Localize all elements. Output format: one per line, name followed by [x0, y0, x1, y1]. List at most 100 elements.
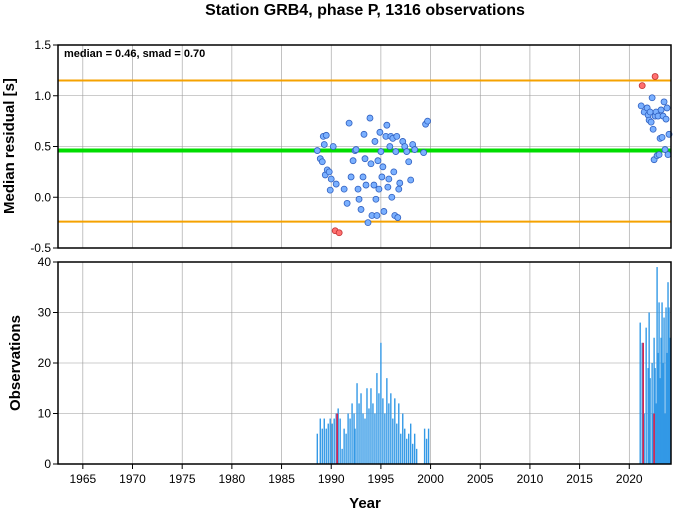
- x-tick-label: 2020: [616, 472, 643, 486]
- residual-point: [354, 185, 362, 193]
- observation-bar: [660, 337, 662, 464]
- reference-lines: [58, 79, 671, 223]
- observation-bar: [411, 443, 414, 464]
- residual-point: [322, 131, 330, 139]
- observation-bar: [665, 307, 667, 464]
- residual-point: [366, 114, 374, 122]
- observation-bar: [653, 337, 655, 464]
- highlight-bar: [653, 413, 655, 464]
- residual-point: [411, 146, 419, 153]
- observation-bar: [378, 393, 380, 464]
- y-tick-label: 0.0: [34, 190, 51, 204]
- y-tick-label: 10: [38, 407, 52, 421]
- observation-bar: [349, 418, 351, 464]
- residual-point: [661, 146, 669, 153]
- observation-bar: [398, 403, 400, 464]
- residual-point: [362, 181, 370, 189]
- residual-point: [370, 181, 378, 189]
- x-tick-label: 1995: [368, 472, 395, 486]
- residual-point: [407, 176, 415, 184]
- observation-bar: [345, 433, 347, 464]
- observation-bar: [376, 373, 378, 464]
- observation-bar: [645, 327, 647, 464]
- observation-bar: [659, 378, 661, 464]
- residual-grid: [58, 44, 671, 249]
- residual-point: [377, 148, 385, 155]
- observation-bar: [413, 433, 416, 464]
- year-x-axis-label: Year: [349, 495, 381, 511]
- chart-title: Station GRB4, phase P, 1316 observations: [205, 2, 525, 19]
- residual-point: [320, 141, 328, 148]
- residual-point: [379, 163, 387, 171]
- observation-bar: [655, 403, 657, 464]
- residual-point: [326, 186, 334, 194]
- observation-bar: [669, 337, 671, 464]
- observation-bar: [325, 428, 327, 464]
- residual-point: [357, 206, 365, 213]
- observation-bar: [392, 418, 394, 464]
- observation-bar: [651, 363, 653, 464]
- residual-point: [352, 146, 360, 153]
- residual-point: [313, 147, 321, 154]
- observation-bar: [657, 352, 659, 464]
- observation-bar: [408, 433, 410, 464]
- observation-bar: [323, 418, 325, 464]
- residual-point: [355, 195, 363, 203]
- observation-bar: [643, 413, 645, 464]
- x-tick-label: 2000: [417, 472, 444, 486]
- observation-bar: [329, 418, 331, 464]
- residual-point: [361, 155, 369, 163]
- observation-bar: [319, 418, 321, 464]
- observation-bar: [341, 448, 343, 464]
- residual-point: [349, 157, 357, 165]
- observation-bar: [347, 413, 349, 464]
- residual-point: [325, 168, 333, 176]
- observation-bar: [364, 418, 366, 464]
- residual-point: [329, 143, 337, 150]
- y-tick-label: 20: [38, 356, 52, 370]
- residual-point: [395, 185, 403, 193]
- residual-point: [318, 158, 326, 166]
- observation-bar: [427, 428, 430, 464]
- outlier-point: [638, 82, 646, 89]
- y-tick-label: 40: [38, 255, 52, 269]
- observation-bar: [380, 342, 382, 464]
- residual-point: [660, 98, 668, 106]
- residual-point: [637, 102, 645, 110]
- observation-bar: [661, 302, 663, 464]
- residual-point: [332, 180, 340, 188]
- residual-y-ticks: -0.50.00.51.01.5: [30, 38, 58, 255]
- residual-point: [648, 94, 656, 102]
- residual-point: [386, 143, 394, 150]
- residual-point: [340, 185, 348, 193]
- observation-bar: [663, 317, 665, 464]
- highlight-bar: [336, 413, 338, 464]
- residual-point: [327, 175, 335, 183]
- observation-bar: [641, 342, 643, 464]
- observation-bar: [654, 368, 656, 464]
- x-tick-label: 2015: [566, 472, 593, 486]
- observation-bar: [368, 408, 370, 464]
- observation-bar: [647, 368, 649, 464]
- residual-point: [424, 117, 431, 125]
- observation-bar: [358, 403, 360, 464]
- observation-bar: [658, 302, 660, 464]
- observation-bar: [402, 413, 404, 464]
- residual-point: [364, 219, 372, 227]
- residual-point: [420, 149, 428, 156]
- residual-scatter-plot: -0.50.00.51.01.5 median = 0.46, smad = 0…: [1, 38, 673, 255]
- residual-point: [367, 160, 375, 168]
- x-tick-label: 1965: [69, 472, 96, 486]
- residual-point: [383, 121, 391, 129]
- residual-point: [655, 151, 663, 159]
- highlight-bar: [642, 342, 644, 464]
- residual-point: [385, 175, 393, 183]
- observation-bar: [351, 403, 353, 464]
- observation-bar: [343, 428, 345, 464]
- x-tick-label: 1975: [169, 472, 196, 486]
- observation-bar: [353, 413, 355, 464]
- residual-point: [388, 193, 396, 201]
- observation-bar: [335, 413, 337, 464]
